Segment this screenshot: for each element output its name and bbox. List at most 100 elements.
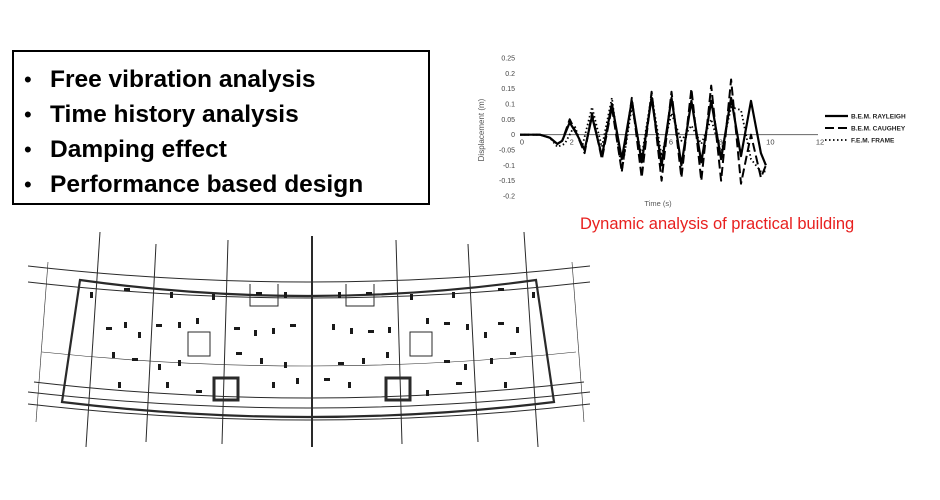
plan-column <box>272 382 275 388</box>
bullet-item: • Damping effect <box>24 132 428 167</box>
y-tick-label: 0.2 <box>505 71 515 78</box>
plan-column <box>272 328 275 334</box>
plan-column <box>510 352 516 355</box>
plan-column <box>366 292 372 295</box>
x-tick-label: 2 <box>570 138 574 147</box>
series-line-dashed <box>520 78 767 185</box>
y-tick-label: 0.25 <box>501 56 515 63</box>
plan-column <box>466 324 469 330</box>
plan-column <box>532 292 535 298</box>
chart-axes: 0.25 0.2 0.15 0.1 0.05 0 -0.05 -0.1 -0.15 -0.2 0 2 6… <box>499 56 824 201</box>
bullet-text: Performance based design <box>50 171 364 198</box>
plan-column <box>90 292 93 298</box>
displacement-chart: 0.25 0.2 0.15 0.1 0.05 0 -0.05 -0.1 -0.15 -0.2 0 2 6… <box>477 56 906 209</box>
y-tick-label: -0.15 <box>499 178 515 185</box>
plan-column <box>498 322 504 325</box>
plan-columns <box>90 288 535 396</box>
plan-column <box>456 382 462 385</box>
plan-column <box>158 364 161 370</box>
bullet-marker: • <box>24 172 32 197</box>
chart-series-group <box>520 78 767 185</box>
plan-column <box>196 318 199 324</box>
series-line-dotted <box>520 93 766 173</box>
chart-legend: B.E.M. RAYLEIGH B.E.M. CAUGHEY F.E.M. FRAM… <box>825 114 906 145</box>
plan-column <box>348 382 351 388</box>
x-axis-label: Time (s) <box>644 199 672 208</box>
x-tick-label: 12 <box>816 138 824 147</box>
bullet-item: • Time history analysis <box>24 97 428 132</box>
plan-column <box>426 318 429 324</box>
plan-column <box>254 330 257 336</box>
figure-caption: Dynamic analysis of practical building <box>580 215 855 233</box>
bullet-item: • Free vibration analysis <box>24 62 428 97</box>
plan-column <box>332 324 335 330</box>
plan-column <box>106 327 112 330</box>
plan-column <box>236 352 242 355</box>
plan-column <box>338 362 344 365</box>
bullet-marker: • <box>24 137 32 162</box>
plan-column <box>260 358 263 364</box>
building-floor-plan <box>28 232 590 447</box>
plan-column <box>490 358 493 364</box>
plan-column <box>178 322 181 328</box>
plan-column <box>296 378 299 384</box>
legend-label: F.E.M. FRAME <box>851 138 895 145</box>
plan-column <box>118 382 121 388</box>
y-tick-label: -0.05 <box>499 148 515 155</box>
plan-column <box>124 288 130 291</box>
bullet-item: • Performance based design <box>24 167 428 202</box>
y-tick-label: -0.2 <box>503 194 515 201</box>
x-tick-label: 6 <box>669 138 673 147</box>
y-tick-label: 0.15 <box>501 86 515 93</box>
y-tick-label: 0 <box>511 132 515 139</box>
plan-column <box>112 352 115 358</box>
plan-column <box>504 382 507 388</box>
x-tick-label: 0 <box>520 138 524 147</box>
bullet-text: Damping effect <box>50 136 227 163</box>
plan-structural-grid <box>28 232 590 447</box>
x-tick-label: 10 <box>766 138 774 147</box>
plan-column <box>498 288 504 291</box>
plan-column <box>426 390 429 396</box>
bullet-text: Time history analysis <box>50 101 299 128</box>
plan-column <box>212 294 215 300</box>
plan-column <box>516 327 519 333</box>
x-tick-label: 8 <box>719 138 723 147</box>
plan-column <box>124 322 127 328</box>
plan-column <box>156 324 162 327</box>
plan-column <box>170 292 173 298</box>
plan-column <box>444 360 450 363</box>
plan-column <box>324 378 330 381</box>
plan-column <box>178 360 181 366</box>
plan-column <box>350 328 353 334</box>
plan-column <box>444 322 450 325</box>
plan-column <box>386 352 389 358</box>
plan-column <box>256 292 262 295</box>
plan-column <box>452 292 455 298</box>
plan-column <box>234 327 240 330</box>
bullet-list-box: • Free vibration analysis • Time history a… <box>12 50 430 205</box>
plan-column <box>368 330 374 333</box>
bullet-marker: • <box>24 67 32 92</box>
y-tick-label: 0.1 <box>505 102 515 109</box>
legend-label: B.E.M. CAUGHEY <box>851 126 906 133</box>
plan-column <box>484 332 487 338</box>
plan-column <box>138 332 141 338</box>
plan-column <box>362 358 365 364</box>
bullet-text: Free vibration analysis <box>50 66 316 93</box>
plan-column <box>388 327 391 333</box>
plan-column <box>284 292 287 298</box>
plan-column <box>132 358 138 361</box>
plan-column <box>464 364 467 370</box>
plan-column <box>290 324 296 327</box>
legend-label: B.E.M. RAYLEIGH <box>851 114 906 121</box>
y-axis-label: Displacement (m) <box>477 98 486 161</box>
plan-column <box>284 362 287 368</box>
plan-column <box>338 292 341 298</box>
bullet-marker: • <box>24 102 32 127</box>
y-tick-label: -0.1 <box>503 163 515 170</box>
plan-column <box>166 382 169 388</box>
plan-column <box>410 294 413 300</box>
plan-column <box>196 390 202 393</box>
y-tick-label: 0.05 <box>501 117 515 124</box>
